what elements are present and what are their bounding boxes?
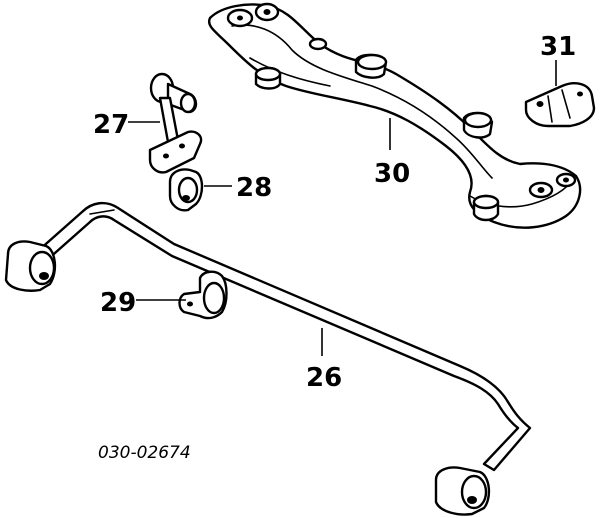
link-part-27 — [148, 72, 203, 174]
callout-28: 28 — [236, 173, 272, 203]
crossmember-part-30 — [207, 2, 582, 229]
clamp-part-29 — [178, 270, 228, 320]
bracket-part-31 — [524, 82, 596, 128]
callout-31: 31 — [540, 32, 576, 62]
stabilizer-bar-part-26 — [4, 201, 532, 516]
callout-27: 27 — [93, 110, 129, 140]
callout-26: 26 — [306, 363, 342, 393]
callout-30: 30 — [374, 159, 410, 189]
bushing-part-28 — [168, 168, 204, 212]
drawing-code: 030-02674 — [98, 443, 191, 463]
callout-29: 29 — [100, 288, 136, 318]
